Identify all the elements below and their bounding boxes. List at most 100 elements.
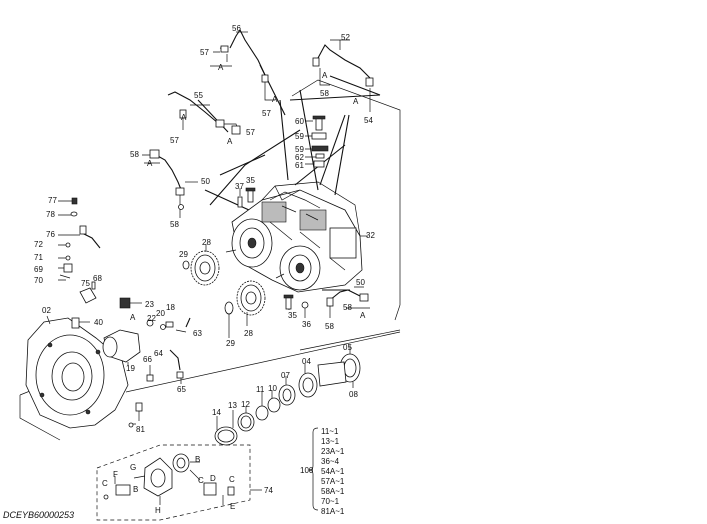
coupling-74-group <box>96 444 262 521</box>
callout-62: 62 <box>295 153 304 162</box>
callout-64: 64 <box>154 349 163 358</box>
callout-13: 13 <box>228 401 237 410</box>
callout-77: 77 <box>48 196 57 205</box>
detail-panel-outline <box>291 79 401 321</box>
callout-11: 11 <box>256 385 265 394</box>
callout-19: 19 <box>126 364 135 373</box>
callout-58: 58 <box>325 322 334 331</box>
callout-23: 23 <box>145 300 154 309</box>
callout-35: 35 <box>288 311 297 320</box>
callout-18: 18 <box>166 303 175 312</box>
letter-a: A <box>360 311 366 320</box>
callout-28: 28 <box>244 329 253 338</box>
callout-10: 10 <box>268 384 277 393</box>
callout-52: 52 <box>341 33 350 42</box>
callout-35: 35 <box>246 176 255 185</box>
callout-05: 05 <box>343 343 352 352</box>
callout-69: 69 <box>34 265 43 274</box>
kit-item: 54A~1 <box>321 467 345 476</box>
letter-f: F <box>113 470 118 479</box>
document-code: DCEYB60000253 <box>3 510 75 520</box>
callout-14: 14 <box>212 408 221 417</box>
callout-40: 40 <box>94 318 103 327</box>
callout-78: 78 <box>46 210 55 219</box>
callout-12: 12 <box>241 400 250 409</box>
callout-54: 54 <box>364 116 373 125</box>
main-pump-assembly <box>225 181 368 293</box>
letter-a: A <box>147 159 153 168</box>
gear-28-lower <box>224 280 266 338</box>
callout-57: 57 <box>170 136 179 145</box>
callout-60: 60 <box>295 117 304 126</box>
kit-item: 13~1 <box>321 437 340 446</box>
callout-36: 36 <box>302 320 311 329</box>
letter-a: A <box>322 71 328 80</box>
flywheel-housing-02 <box>25 315 129 429</box>
callout-57: 57 <box>246 128 255 137</box>
bolt-81 <box>128 402 143 428</box>
callout-70: 70 <box>34 276 43 285</box>
callout-63: 63 <box>193 329 202 338</box>
letter-d: D <box>210 474 216 483</box>
hose-64-group <box>146 349 184 384</box>
callout-08: 08 <box>349 390 358 399</box>
bracket-75-68 <box>79 281 97 304</box>
callout-71: 71 <box>34 253 43 262</box>
callout-75: 75 <box>81 279 90 288</box>
kit-item: 81A~1 <box>321 507 345 516</box>
pipe-50-group <box>142 149 198 218</box>
kit-number: 100 <box>300 466 314 475</box>
callout-66: 66 <box>143 355 152 364</box>
callout-57: 57 <box>200 48 209 57</box>
pipe-55-group <box>167 91 241 135</box>
callout-58: 58 <box>320 89 329 98</box>
letter-c: C <box>229 475 235 484</box>
letter-a: A <box>130 313 136 322</box>
callout-37: 37 <box>235 182 244 191</box>
letter-g: G <box>130 463 136 472</box>
callout-76: 76 <box>46 230 55 239</box>
callout-28: 28 <box>202 238 211 247</box>
fitting-stack-group <box>305 115 329 168</box>
callout-02: 02 <box>42 306 51 315</box>
kit-list: 100 11~1 13~1 23A~1 36~4 54A~1 57A~1 58A… <box>300 427 345 516</box>
callout-65: 65 <box>177 385 186 394</box>
letter-a: A <box>272 95 278 104</box>
kit-item: 57A~1 <box>321 477 345 486</box>
letter-c: C <box>102 479 108 488</box>
letter-a: A <box>227 137 233 146</box>
kit-item: 70~1 <box>321 497 340 506</box>
letter-a: A <box>353 97 359 106</box>
pipe-52-group <box>312 39 374 112</box>
callout-81: 81 <box>136 425 145 434</box>
callout-29: 29 <box>179 250 188 259</box>
kit-item: 11~1 <box>321 427 339 436</box>
bolts-35-37 <box>237 187 256 208</box>
callout-59: 59 <box>295 145 304 154</box>
bolt-35-plug-36 <box>283 294 309 318</box>
callout-57: 57 <box>262 109 271 118</box>
motor-19-group <box>102 297 191 366</box>
callout-50: 50 <box>356 278 365 287</box>
callout-50: 50 <box>201 177 210 186</box>
callout-59: 59 <box>295 132 304 141</box>
kit-item: 36~4 <box>321 457 340 466</box>
callout-72: 72 <box>34 240 43 249</box>
letter-b: B <box>133 485 138 494</box>
callout-68: 68 <box>93 274 102 283</box>
callout-32: 32 <box>366 231 375 240</box>
callout-04: 04 <box>302 357 311 366</box>
pipe-56-group <box>210 28 275 101</box>
callout-61: 61 <box>295 161 304 170</box>
callout-20: 20 <box>156 309 165 318</box>
callout-29: 29 <box>226 339 235 348</box>
letter-c: C <box>198 476 204 485</box>
group-leader-lines <box>197 64 381 291</box>
callout-56: 56 <box>232 24 241 33</box>
callout-07: 07 <box>281 371 290 380</box>
callout-22: 22 <box>147 314 156 323</box>
letter-a: A <box>181 113 187 122</box>
letter-b: B <box>195 455 200 464</box>
letter-e: E <box>230 502 235 511</box>
